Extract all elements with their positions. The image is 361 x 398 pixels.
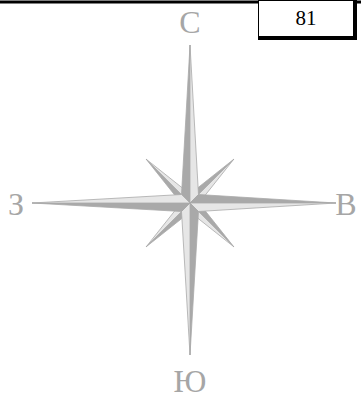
direction-letter: С bbox=[179, 6, 200, 38]
page-number-box: 81 bbox=[258, 0, 357, 40]
star-point bbox=[190, 203, 198, 355]
star-point bbox=[190, 195, 336, 203]
direction-letter: Ю bbox=[174, 365, 207, 397]
star-point bbox=[182, 203, 190, 355]
star-point bbox=[190, 203, 336, 211]
star-point bbox=[32, 195, 190, 203]
page-number: 81 bbox=[296, 8, 317, 29]
direction-letter: В bbox=[335, 188, 356, 220]
star-point bbox=[182, 45, 190, 203]
direction-letter: З bbox=[8, 188, 24, 220]
star-point bbox=[190, 45, 198, 203]
compass-star bbox=[32, 45, 336, 355]
star-point bbox=[32, 203, 190, 211]
